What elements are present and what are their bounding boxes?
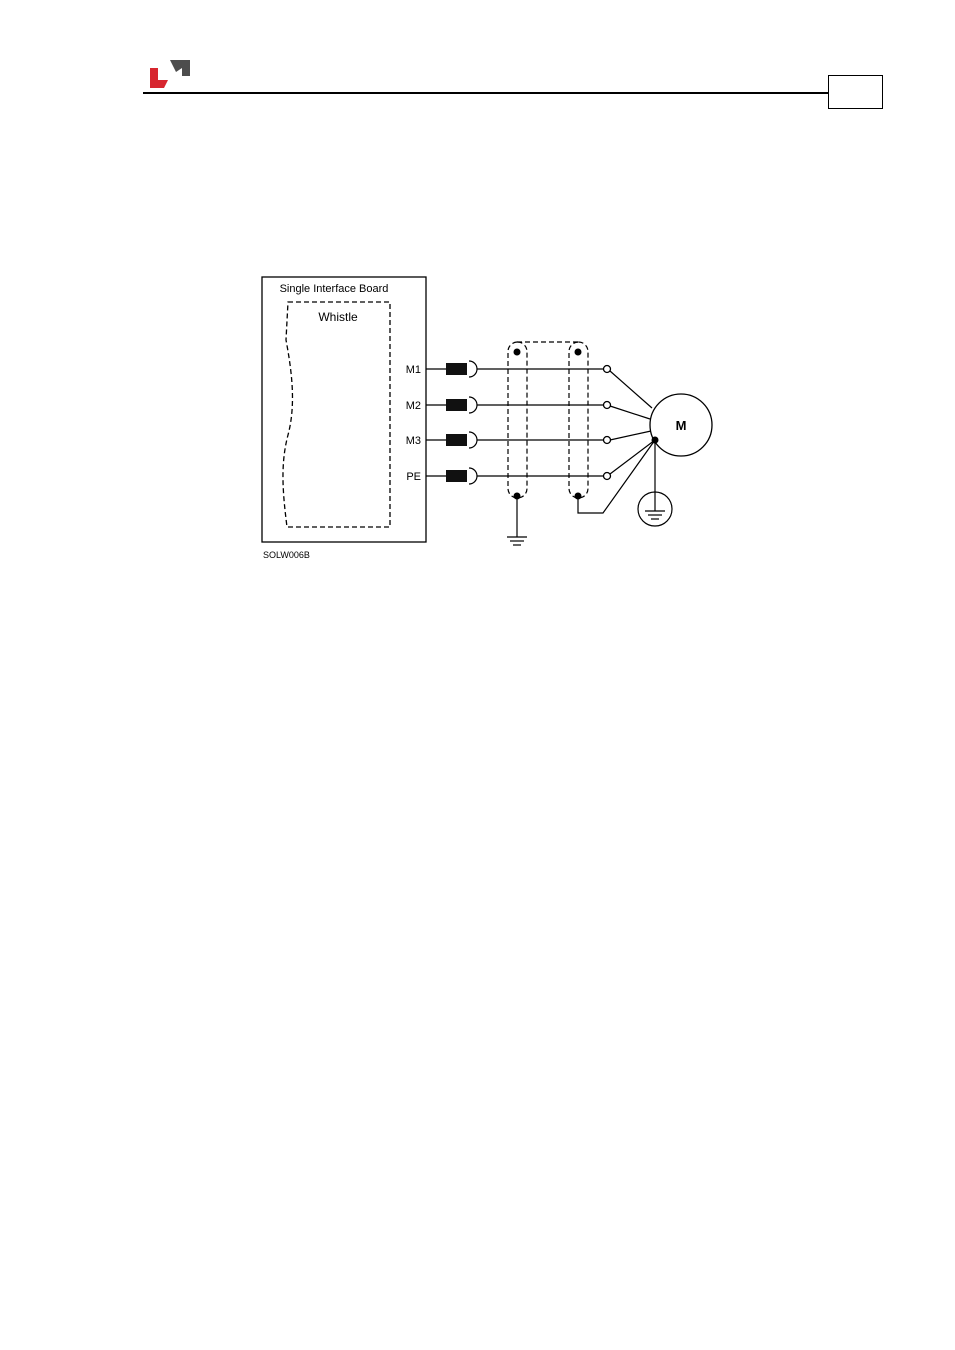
cable-conductors [477,369,603,476]
drive-label: Whistle [318,310,358,324]
plug-m1 [446,363,467,375]
drive-outline [283,302,390,527]
terminal-label-m3: M3 [406,435,421,447]
figure-id: SOLW006B [263,550,310,560]
motor-label: M [676,418,687,433]
plug-m2 [446,399,467,411]
connector-sockets [469,361,477,484]
motor-terminals [604,366,611,480]
motor-wires [610,371,655,474]
shield-outer [569,342,588,498]
shield-inner [508,342,527,498]
terminal-label-m1: M1 [406,364,421,376]
board-wires [426,369,446,476]
board-label: Single Interface Board [280,283,389,295]
plug-pe [446,470,467,482]
shield-dots [514,349,582,500]
plug-m3 [446,434,467,446]
motor-wiring-diagram: Single Interface Board Whistle M1 M2 M3 … [0,0,955,600]
terminal-label-m2: M2 [406,400,421,412]
earth-symbol-cabinet [507,496,527,545]
terminal-label-pe: PE [406,471,421,483]
cable-shields [508,342,588,498]
connector-plugs [446,363,467,482]
